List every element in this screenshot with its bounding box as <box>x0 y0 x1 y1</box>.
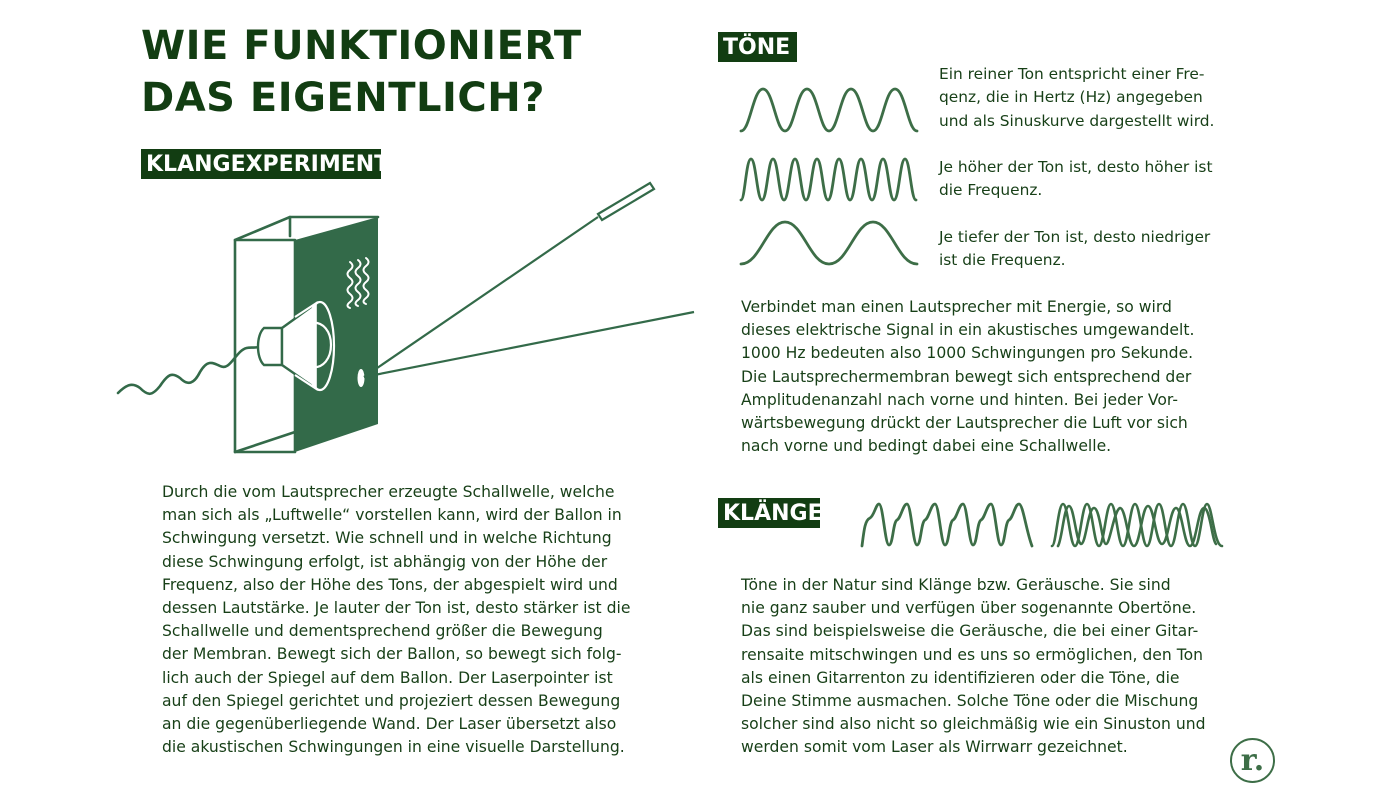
laser-pointer-icon <box>596 181 656 222</box>
mirror-icon <box>357 369 365 387</box>
section-tag-klangexperiment: KLANGEXPERIMENT <box>141 149 389 179</box>
toene-item-2-text: Je höher der Ton ist, desto höher ist di… <box>939 158 1213 200</box>
speaker-icon <box>256 299 336 393</box>
sine-wave-medium-icon <box>739 87 919 133</box>
toene-description: Verbindet man einen Lautsprecher mit Ene… <box>741 298 1195 456</box>
title-line-2: DAS EIGENTLICH? <box>141 75 545 121</box>
experiment-description: Durch die vom Lautsprecher erzeugte Scha… <box>162 483 631 757</box>
page-title: WIE FUNKTIONIERT DAS EIGENTLICH? <box>141 20 582 124</box>
toene-item-1-text: Ein reiner Ton entspricht einer Fre- qen… <box>939 65 1215 130</box>
section-tag-klaenge: KLÄNGE <box>718 498 823 528</box>
sound-wave-icon <box>116 344 264 396</box>
vibration-lines-icon <box>346 257 370 309</box>
chaotic-wave-icon <box>1050 502 1224 548</box>
brand-logo: r. <box>1230 738 1275 783</box>
title-line-1: WIE FUNKTIONIERT <box>141 23 582 69</box>
section-tag-toene: TÖNE <box>718 32 797 62</box>
complex-wave-icon <box>860 502 1034 548</box>
sine-wave-high-icon <box>739 157 918 202</box>
sine-wave-low-icon <box>739 220 919 266</box>
klaenge-description: Töne in der Natur sind Klänge bzw. Geräu… <box>741 576 1206 757</box>
toene-item-3-text: Je tiefer der Ton ist, desto niedriger i… <box>939 228 1211 270</box>
